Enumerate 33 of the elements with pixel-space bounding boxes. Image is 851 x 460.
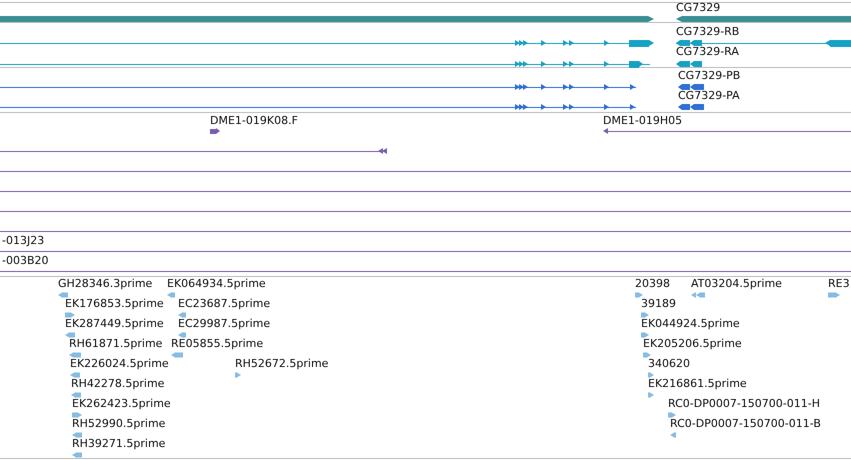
feature-label: DME1-019H05 (603, 114, 682, 127)
feature-label: EC23687.5prime (178, 297, 270, 310)
feature-label: CG7329-PA (678, 89, 740, 102)
feature-label: DME1-019K08.F (210, 114, 298, 127)
feature-label: EC29987.5prime (178, 317, 270, 330)
feature-label: CG7329-RB (676, 25, 740, 38)
feature-label: EK064934.5prime (167, 277, 266, 290)
feature-label: 20398 (635, 277, 670, 290)
feature-label: RH42278.5prime (71, 377, 164, 390)
feature-label: RE3 (828, 277, 850, 290)
feature-label: RC0-DP0007-150700-011-H (668, 397, 820, 410)
feature-label: EK216861.5prime (648, 377, 747, 390)
feature-label: CG7329-RA (676, 45, 739, 58)
feature-label: RH39271.5prime (72, 437, 166, 450)
feature-label: EK176853.5prime (65, 297, 164, 310)
feature-label: RH52672.5prime (235, 357, 328, 370)
feature-label: RH61871.5prime (69, 337, 162, 350)
feature-label: CG7329-PB (678, 69, 740, 82)
feature-label: -003B20 (2, 254, 49, 267)
feature-label: -013J23 (2, 234, 44, 247)
feature-label: CG7329 (676, 1, 720, 14)
feature-label: RC0-DP0007-150700-011-B (670, 417, 821, 430)
feature-label: EK044924.5prime (641, 317, 740, 330)
feature-label: 39189 (641, 297, 676, 310)
feature-label: EK287449.5prime (65, 317, 164, 330)
feature-label: AT03204.5prime (691, 277, 782, 290)
feature-label: EK226024.5prime (70, 357, 169, 370)
feature-label: GH28346.3prime (58, 277, 152, 290)
feature-label: 340620 (648, 357, 690, 370)
feature-label: RH52990.5prime (72, 417, 166, 430)
feature-label: RE05855.5prime (171, 337, 264, 350)
feature-label: EK262423.5prime (72, 397, 171, 410)
feature-label: EK205206.5prime (643, 337, 742, 350)
